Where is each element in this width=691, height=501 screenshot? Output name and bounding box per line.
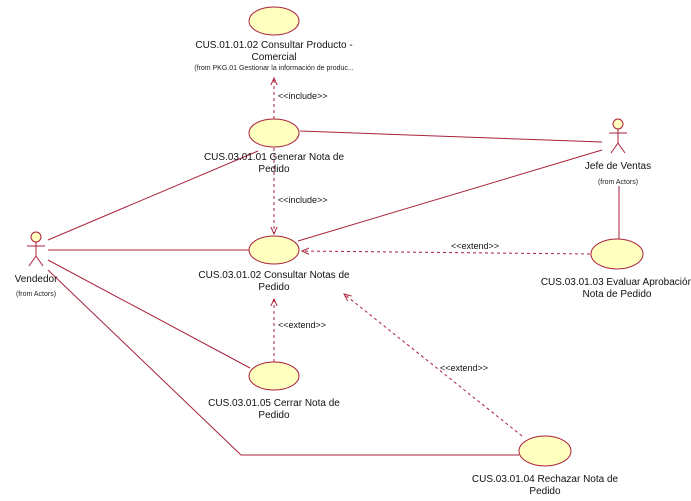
label-rechazar-nota-line1: CUS.03.01.04 Rechazar Nota de (471, 474, 619, 485)
usecase-rechazar-nota[interactable] (518, 435, 572, 467)
label-evaluar-aprobacion-line1: CUS.03.01.03 Evaluar Aprobación (540, 277, 691, 288)
label-actor-vendedor: Vendedor (from Actors) (0, 274, 72, 299)
label-generar-nota: CUS.03.01.01 Generar Nota de Pedido (180, 152, 368, 176)
extend-rechazar-consultar (344, 294, 523, 437)
actor-vendedor-figure[interactable] (27, 231, 45, 267)
associations (47, 130, 620, 456)
label-evaluar-aprobacion: CUS.03.01.03 Evaluar Aprobación Nota de … (521, 277, 691, 301)
label-consultar-notas: CUS.03.01.02 Consultar Notas de Pedido (180, 270, 368, 294)
label-consultar-producto-from: (from PKG.01 Gestionar la información de… (194, 65, 354, 72)
usecase-evaluar-aprobacion[interactable] (590, 238, 644, 270)
label-consultar-notas-line2: Pedido (258, 282, 290, 293)
label-evaluar-aprobacion-line2: Nota de Pedido (582, 289, 652, 300)
usecase-consultar-notas[interactable] (248, 235, 300, 265)
stereotype-include-mid: <<include>> (278, 195, 328, 205)
label-rechazar-nota: CUS.03.01.04 Rechazar Nota de Pedido (451, 474, 639, 498)
dependencies (274, 78, 591, 437)
label-consultar-producto-line2: Comercial (251, 52, 297, 63)
actor-vendedor-from: (from Actors) (15, 291, 57, 298)
stereotype-extend-rechazar: <<extend>> (440, 363, 489, 373)
label-cerrar-nota-line1: CUS.03.01.05 Cerrar Nota de (208, 398, 340, 409)
assoc-vendedor-generar (47, 150, 259, 241)
label-consultar-producto: CUS.01.01.02 Consultar Producto - Comerc… (165, 40, 383, 73)
label-actor-jefe: Jefe de Ventas (from Actors) (568, 161, 668, 187)
usecase-consultar-producto[interactable] (248, 6, 300, 36)
label-consultar-producto-line1: CUS.01.01.02 Consultar Producto - (195, 40, 353, 51)
stereotype-extend-evaluar: <<extend>> (451, 241, 500, 251)
assoc-consultar-jefe (297, 149, 603, 242)
label-consultar-notas-line1: CUS.03.01.02 Consultar Notas de (198, 270, 350, 281)
assoc-vendedor-cerrar (47, 259, 251, 369)
actor-jefe-name: Jefe de Ventas (584, 161, 652, 172)
stereotype-extend-cerrar: <<extend>> (278, 320, 327, 330)
label-cerrar-nota-line2: Pedido (258, 410, 290, 421)
actor-jefe-figure[interactable] (609, 118, 627, 154)
assoc-generar-jefe (299, 130, 603, 143)
usecase-cerrar-nota[interactable] (248, 361, 300, 391)
actor-vendedor-name: Vendedor (14, 274, 58, 285)
label-rechazar-nota-line2: Pedido (529, 486, 561, 497)
label-generar-nota-line1: CUS.03.01.01 Generar Nota de (203, 152, 345, 163)
usecases (248, 6, 644, 467)
usecase-generar-nota[interactable] (248, 118, 300, 148)
label-cerrar-nota: CUS.03.01.05 Cerrar Nota de Pedido (180, 398, 368, 422)
stereotype-include-top: <<include>> (278, 91, 328, 101)
assoc-vendedor-rechazar (47, 269, 519, 456)
label-generar-nota-line2: Pedido (258, 164, 290, 175)
extend-evaluar-consultar (302, 251, 591, 254)
actor-jefe-from: (from Actors) (597, 179, 639, 186)
